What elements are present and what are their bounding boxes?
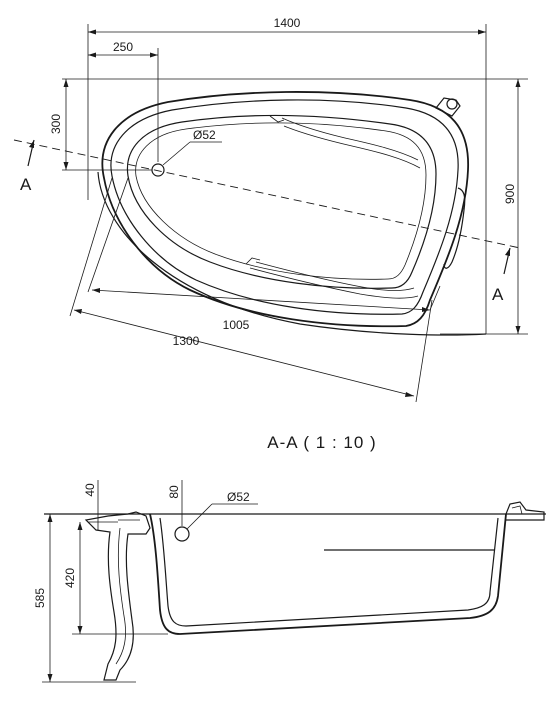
tub-outer-rim: [101, 91, 469, 328]
dim-1300-label: 1300: [173, 334, 200, 348]
tub-corner-detail-2: [245, 257, 261, 265]
section-arrow-left: A: [20, 139, 35, 194]
tub-corner-detail-1: [269, 115, 285, 123]
dim-1400-label: 1400: [274, 16, 301, 30]
dimension-80: 80: [167, 480, 183, 526]
section-left-support: [84, 511, 151, 681]
plan-drain-circle: [151, 163, 165, 177]
dimension-1005: 1005: [91, 288, 431, 332]
plan-drain-callout: Ø52: [162, 128, 222, 166]
tub-armrest-bottom2: [255, 261, 415, 291]
tub-skirt-curve: [97, 171, 487, 336]
tub-armrest-top2: [283, 125, 421, 169]
tub-armrest-bottom: [249, 267, 419, 299]
section-left-support-inner: [115, 519, 140, 665]
section-view: Ø52 80 40 420 585: [33, 480, 546, 683]
tub-inner-basin: [126, 114, 437, 289]
section-line-aa: [13, 139, 521, 249]
section-mark-right: A: [492, 285, 504, 304]
dim-900-label: 900: [503, 184, 517, 204]
section-tub-body: [149, 513, 507, 635]
tub-rim-line: [110, 99, 459, 315]
dim-80-label: 80: [167, 485, 181, 499]
dim-250-label: 250: [113, 40, 133, 54]
section-title: A-A ( 1 : 10 ): [267, 433, 376, 452]
plan-drain-label: Ø52: [193, 128, 216, 142]
dimension-585: 585: [33, 514, 136, 683]
dimension-1400: 1400: [88, 16, 486, 35]
handle-icon: [435, 97, 461, 117]
plan-extension-lines: [62, 24, 528, 335]
plan-view: 1400 250 300 900: [13, 16, 528, 403]
dimension-900: 900: [503, 79, 521, 334]
dim-420-label: 420: [63, 568, 77, 588]
section-arrow-right: A: [492, 247, 511, 304]
section-drain-circle: [174, 526, 190, 542]
dimension-300: 300: [49, 79, 69, 170]
section-drain-label: Ø52: [227, 490, 250, 504]
section-tub-inner: [159, 517, 499, 627]
dim-40-label: 40: [83, 483, 97, 497]
dimension-1300: 1300: [73, 309, 415, 397]
dim-1005-label: 1005: [223, 318, 250, 332]
dim-585-label: 585: [33, 588, 47, 608]
dim-300-label: 300: [49, 114, 63, 134]
headrest: [443, 187, 466, 269]
section-drain-callout: Ø52: [186, 490, 258, 530]
tilted-extension-lines: [69, 177, 441, 403]
section-mark-left: A: [20, 175, 32, 194]
dimension-420: 420: [63, 522, 168, 635]
dimension-40: 40: [83, 480, 118, 530]
tub-inner-basin-line: [135, 122, 427, 280]
section-right-rim: [505, 501, 545, 521]
dimension-250: 250: [88, 40, 158, 58]
tub-armrest-top: [281, 117, 419, 161]
